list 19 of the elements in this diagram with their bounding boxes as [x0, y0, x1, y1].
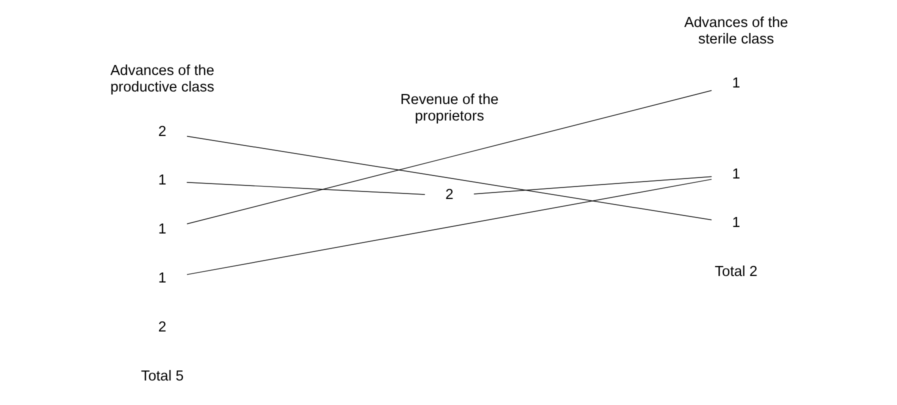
node-text: 1 — [158, 270, 166, 286]
label: Advances of the productive class — [110, 63, 214, 96]
connector — [186, 136, 712, 220]
label: 2 — [158, 319, 166, 336]
connector — [473, 176, 712, 194]
label: Advances of the sterile class — [684, 15, 788, 48]
label: Revenue of the proprietors — [400, 92, 498, 124]
label: Total 2 — [714, 264, 757, 280]
node-text: 1 — [158, 222, 166, 238]
node-text: 1 — [158, 172, 166, 189]
node-text: 1 — [732, 166, 740, 182]
node-text: 1 — [732, 76, 740, 92]
node-text: 1 — [732, 215, 740, 232]
label: Total 5 — [140, 368, 184, 384]
connector — [186, 178, 712, 275]
connector — [186, 90, 712, 224]
node-text: 2 — [444, 187, 453, 204]
connector — [186, 182, 425, 195]
node-text: 2 — [158, 124, 166, 140]
